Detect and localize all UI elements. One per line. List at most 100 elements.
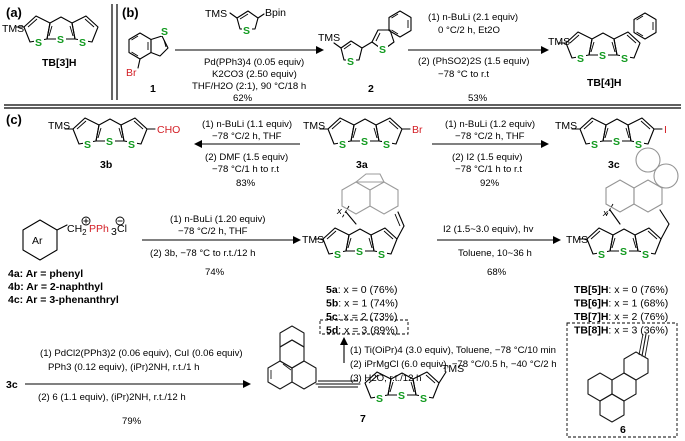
aldehyde-label: CHO: [157, 124, 180, 136]
x-label: x: [602, 208, 609, 219]
compound-label-4c: 4c: Ar = 3-phenanthryl: [8, 294, 119, 306]
cond-c2-l1: (1) n-BuLi (1.2 equiv): [445, 119, 535, 130]
sulfur-atom: S: [379, 44, 386, 56]
cond-c2-l4: −78 °C/1 h to r.t: [455, 164, 522, 175]
ar-label: Ar: [32, 235, 43, 247]
panel-label-a: (a): [6, 5, 22, 20]
compound-tb4h: [557, 12, 657, 66]
cond-c5-l1: (1) PdCl2(PPh3)2 (0.06 equiv), CuI (0.06…: [40, 348, 243, 359]
tms-label: TMS: [303, 120, 325, 132]
tms-label: TMS: [205, 8, 227, 20]
cond-c1-l3: (2) DMF (1.5 equiv): [205, 152, 288, 163]
sulfur-atom: S: [347, 56, 354, 68]
result-entry: 5b: x = 1 (74%): [326, 298, 398, 310]
chloride-label: Cl: [117, 223, 127, 235]
compound-label-7: 7: [360, 413, 366, 425]
result-entry: TB[8]H: x = 3 (36%): [574, 325, 668, 337]
highlight-5d-box: [319, 319, 409, 335]
compound-label-tb3h: TB[3]H: [42, 57, 76, 69]
compound-label-3c: 3c: [608, 159, 620, 171]
yield-c3: 74%: [205, 267, 225, 278]
cond-c3-l3: (2) 3b, −78 °C to r.t./12 h: [150, 248, 255, 259]
results-tb-list: TB[5]H: x = 0 (76%)TB[6]H: x = 1 (68%)TB…: [574, 284, 668, 337]
compound-label-4a: 4a: Ar = phenyl: [8, 268, 83, 280]
yield-c2: 92%: [480, 178, 500, 189]
yield-c4: 68%: [487, 267, 507, 278]
compound-6: [587, 333, 650, 423]
result-entry: 5d: x = 3 (89%): [326, 325, 398, 337]
pph3-subscript: 3: [111, 226, 117, 238]
result-entry: TB[5]H: x = 0 (76%): [574, 284, 668, 296]
panel-label-b: (b): [122, 5, 139, 20]
yield-b1: 62%: [233, 93, 253, 104]
cond-c3-l2: −78 °C/2 h, THF: [178, 226, 248, 237]
tms-label: TMS: [548, 36, 570, 48]
tms-label: TMS: [2, 23, 24, 35]
cond-c5-l3: (2) 6 (1.1 equiv), (iPr)2NH, r.t./12 h: [38, 392, 186, 403]
sulfur-atom: S: [243, 25, 250, 37]
compound-4: [22, 219, 68, 261]
tms-label: TMS: [318, 32, 340, 44]
cond-c5-l2: PPh3 (0.12 equiv), (iPr)2NH, r.t./1 h: [48, 362, 199, 373]
yield-b2: 53%: [468, 93, 488, 104]
yield-c5: 79%: [122, 416, 142, 427]
compound-3a: [319, 117, 411, 152]
compound-tb3h: [15, 15, 99, 50]
iodo-label: I: [664, 124, 667, 136]
compound-1: S: [128, 26, 171, 69]
tms-label: TMS: [442, 363, 464, 375]
cond-c1-l1: (1) n-BuLi (1.1 equiv): [202, 119, 292, 130]
ch2-label: CH2: [67, 223, 87, 237]
bromo-label: Br: [126, 67, 137, 79]
cond-c1-l4: −78 °C/1 h to r.t: [212, 164, 279, 175]
cond-b2-l2: 0 °C/2 h, Et2O: [438, 25, 500, 36]
cond-b1-l1: Pd(PPh3)4 (0.05 equiv): [204, 57, 304, 68]
tms-label: TMS: [566, 234, 588, 246]
cond-c3-l1: (1) n-BuLi (1.20 equiv): [170, 214, 265, 225]
tms-label: TMS: [302, 234, 324, 246]
cond-c1-l2: −78 °C/2 h, THF: [212, 131, 282, 142]
yield-c1: 83%: [236, 178, 256, 189]
cond-c2-l3: (2) I2 (1.5 equiv): [452, 152, 522, 163]
compound-6-box: [566, 322, 678, 438]
compound-label-3a: 3a: [356, 159, 368, 171]
bpin-label: Bpin: [265, 7, 286, 19]
cond-b2-l4: −78 °C to r.t: [438, 69, 489, 80]
result-entry: TB[7]H: x = 2 (76%): [574, 311, 668, 323]
cond-c6-l2: (2) iPrMgCl (6.0 equiv), −78 °C/0.5 h, −…: [350, 359, 557, 370]
compound-label-tb4h: TB[4]H: [587, 77, 621, 89]
cond-c6-l3: (3) H2O, r.t./12 h: [350, 373, 421, 384]
cond-b2-l1: (1) n-BuLi (2.1 equiv): [428, 12, 518, 23]
reagent-tms-thienyl-bpin: S: [229, 10, 265, 37]
compound-label-3b: 3b: [100, 159, 112, 171]
panel-label-c: (c): [6, 112, 22, 127]
compound-label-2: 2: [368, 83, 374, 95]
result-entry: TB[6]H: x = 1 (68%): [574, 298, 668, 310]
cond-c4-l1: I2 (1.5~3.0 equiv), hv: [443, 224, 534, 235]
tms-label: TMS: [48, 120, 70, 132]
compound-label-1: 1: [150, 83, 156, 95]
cond-b2-l3: (2) (PhSO2)2S (1.5 equiv): [418, 56, 529, 67]
cond-c2-l2: −78 °C/2 h, THF: [455, 131, 525, 142]
cond-c6-l1: (1) Ti(OiPr)4 (3.0 equiv), Toluene, −78 …: [350, 345, 556, 356]
cond-c4-l2: Toluene, 10~36 h: [458, 248, 532, 259]
compound-5: [314, 173, 405, 262]
compound-7: [267, 325, 447, 406]
cond-b1-l3: THF/H2O (2:1), 90 °C/18 h: [192, 81, 306, 92]
compound-label-4b: 4b: Ar = 2-naphthyl: [8, 281, 103, 293]
tms-label: TMS: [555, 120, 577, 132]
compound-2: S S: [333, 10, 412, 68]
cond-b1-l2: K2CO3 (2.50 equiv): [212, 69, 297, 80]
x-label: x: [336, 206, 343, 217]
compound-label-3c-start: 3c: [6, 379, 18, 391]
compound-tbnh: [578, 147, 679, 262]
result-entry: 5c: x = 2 (73%): [326, 311, 398, 323]
phosphorus-label: PPh: [89, 223, 109, 235]
sulfur-atom: S: [161, 26, 168, 38]
results-5-list: 5a: x = 0 (76%) 5b: x = 1 (74%)5c: x = 2 …: [326, 284, 398, 337]
result-entry: 5a: x = 0 (76%): [326, 284, 398, 296]
compound-3b: [64, 117, 156, 152]
compound-label-6: 6: [620, 424, 626, 436]
bromo-label: Br: [412, 124, 423, 136]
